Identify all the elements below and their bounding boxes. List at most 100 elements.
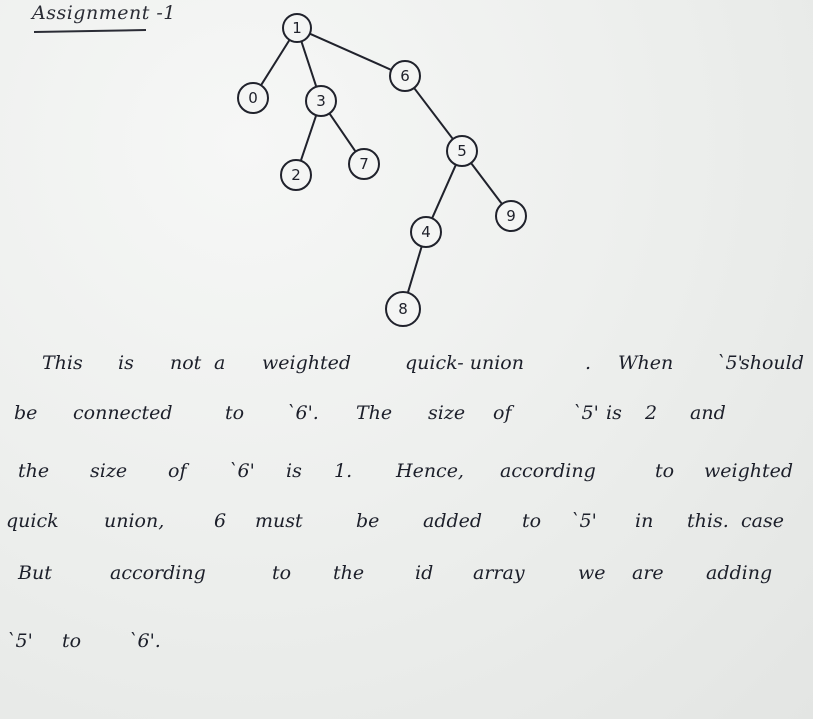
text-word: to (62, 630, 82, 652)
tree-nodes: 1 0 3 6 2 7 5 4 9 8 (237, 13, 527, 327)
tree-node-label: 8 (398, 300, 408, 318)
tree-node-label: 6 (400, 67, 410, 85)
text-word: adding (706, 562, 773, 584)
tree-edges (259, 32, 503, 294)
text-word: `6'. (128, 630, 161, 652)
tree-node-label: 4 (421, 223, 431, 241)
tree-edge-6-5 (413, 86, 454, 141)
text-word: `6'. (286, 402, 319, 424)
text-word: id (415, 562, 434, 584)
tree-node-circle (282, 13, 312, 43)
tree-edge-5-9 (470, 161, 503, 206)
tree-node-circle (237, 82, 269, 114)
text-word: 6 (214, 510, 227, 532)
text-word: `5' (570, 510, 597, 532)
text-line-5: But according to the id array we are adding (0, 562, 813, 592)
text-line-6: `5' to `6'. (0, 630, 813, 660)
text-word: the (333, 562, 365, 584)
tree-node-circle (446, 135, 478, 167)
tree-node-circle (280, 159, 312, 191)
text-word: of (168, 460, 187, 482)
text-word: a (214, 352, 226, 374)
text-word: When (618, 352, 674, 374)
text-word: to (655, 460, 675, 482)
text-word: added (423, 510, 483, 532)
tree-node-8: 8 (385, 291, 421, 327)
tree-node-label: 2 (291, 166, 301, 184)
text-word: connected (73, 402, 173, 424)
text-word: union, (104, 510, 165, 532)
tree-node-label: 0 (248, 89, 258, 107)
tree-node-1: 1 (282, 13, 312, 43)
text-word: is (286, 460, 302, 482)
text-word: should (740, 352, 804, 374)
tree-edge-5-4 (431, 163, 457, 220)
text-word: to (272, 562, 292, 584)
text-word: `5' (716, 352, 743, 374)
tree-node-9: 9 (495, 200, 527, 232)
text-word: are (632, 562, 664, 584)
tree-node-label: 1 (292, 19, 302, 37)
text-word: quick- union (405, 352, 524, 374)
tree-edge-1-6 (308, 32, 393, 71)
tree-edge-1-0 (259, 38, 291, 87)
text-word: 1. (334, 460, 353, 482)
text-word: 2 (645, 402, 658, 424)
text-line-4: quick union, 6 must be added to `5' in this. case (0, 510, 813, 540)
text-line-3: the size of `6' is 1. Hence, according to weighte… (0, 460, 813, 490)
text-word: be (356, 510, 380, 532)
text-word: size (90, 460, 128, 482)
text-word: Hence, (396, 460, 464, 482)
text-word: not (170, 352, 202, 374)
tree-node-4: 4 (410, 216, 442, 248)
assignment-title: Assignment -1 (32, 2, 176, 24)
text-word: to (225, 402, 245, 424)
tree-node-2: 2 (280, 159, 312, 191)
tree-node-circle (305, 85, 337, 117)
tree-node-label: 9 (506, 207, 516, 225)
text-word: size (428, 402, 466, 424)
text-word: to (522, 510, 542, 532)
text-word: array (473, 562, 525, 584)
text-word: must (255, 510, 303, 532)
text-word: . (585, 352, 592, 374)
tree-edge-3-2 (299, 114, 318, 162)
text-word: and (690, 402, 726, 424)
text-word: according (110, 562, 206, 584)
text-word: of (493, 402, 512, 424)
text-word: This (42, 352, 83, 374)
text-word: is (118, 352, 134, 374)
tree-edge-1-3 (300, 40, 318, 88)
text-word: case (741, 510, 784, 532)
tree-edge-3-7 (328, 112, 357, 153)
tree-node-circle (495, 200, 527, 232)
tree-node-circle (389, 60, 421, 92)
text-word: `5' (6, 630, 33, 652)
tree-node-5: 5 (446, 135, 478, 167)
text-word: quick (6, 510, 59, 532)
tree-node-label: 5 (457, 142, 467, 160)
text-word: The (356, 402, 393, 424)
text-word: according (500, 460, 596, 482)
tree-node-label: 7 (359, 155, 369, 173)
text-word: in (635, 510, 654, 532)
text-word: `6' (228, 460, 255, 482)
text-word: But (18, 562, 52, 584)
text-word: we (578, 562, 606, 584)
tree-node-7: 7 (348, 148, 380, 180)
text-word: be (14, 402, 38, 424)
tree-node-circle (348, 148, 380, 180)
tree-node-circle (385, 291, 421, 327)
text-word: the (18, 460, 50, 482)
tree-node-6: 6 (389, 60, 421, 92)
text-word: this. (687, 510, 729, 532)
text-word: weighted (262, 352, 352, 374)
tree-node-0: 0 (237, 82, 269, 114)
text-word: weighted (704, 460, 794, 482)
tree-node-3: 3 (305, 85, 337, 117)
tree-edge-4-8 (406, 245, 423, 294)
union-find-tree: 1 0 3 6 2 7 5 4 9 8 (237, 13, 527, 327)
text-word: `5' (572, 402, 599, 424)
